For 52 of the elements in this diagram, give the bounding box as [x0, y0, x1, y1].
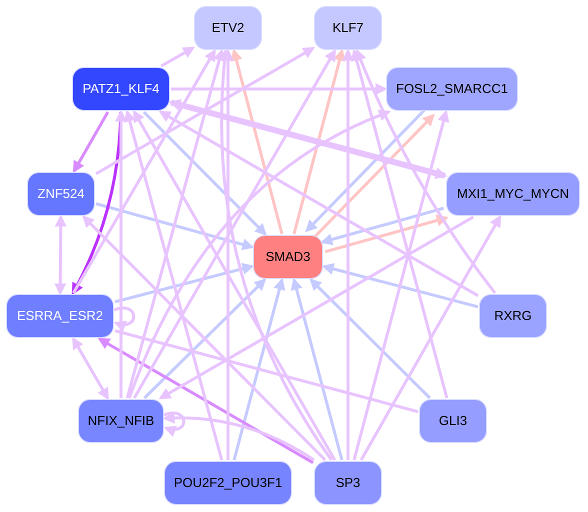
arrow [96, 202, 254, 250]
node-box: KLF7 [314, 6, 382, 50]
arrow [322, 263, 478, 308]
arrow [164, 412, 186, 436]
arrow [54, 214, 67, 296]
arrow [312, 114, 435, 239]
node-box: RXRG [479, 294, 547, 338]
arrow [72, 111, 110, 174]
node-box: NFIX_NFIB [78, 399, 164, 443]
node-box: SMAD3 [253, 235, 323, 279]
arrow [309, 278, 431, 400]
arrow [114, 262, 254, 304]
arrow [352, 110, 450, 460]
arrow [162, 412, 315, 462]
node-box: ESRRA_ESR2 [6, 294, 114, 338]
arrow [124, 110, 224, 460]
arrow [158, 216, 474, 400]
arrow [126, 48, 225, 398]
node-box: ZNF524 [27, 172, 95, 216]
arrow [292, 48, 346, 234]
arrow [218, 48, 333, 461]
arrow [132, 48, 336, 399]
arrow [360, 214, 502, 461]
arrow [98, 338, 314, 464]
node-box: FOSL2_SMARCC1 [386, 67, 518, 111]
arrow [171, 83, 388, 95]
arrow [232, 278, 286, 460]
arrow [72, 48, 216, 294]
arrow [128, 110, 391, 399]
arrow [230, 48, 284, 234]
node-box: PATZ1_KLF4 [72, 67, 170, 111]
node-box: MXI1_MYC_MYCN [446, 172, 580, 216]
arrow [115, 110, 127, 398]
arrow [342, 48, 354, 460]
arrow [160, 46, 196, 68]
arrow [72, 336, 109, 400]
arrow [95, 46, 316, 176]
arrow [142, 110, 267, 236]
node-box: POU2F2_POU3F1 [164, 461, 292, 505]
arrow [290, 278, 344, 460]
arrow [355, 48, 496, 294]
arrow [324, 214, 449, 254]
arrow [158, 110, 479, 298]
arrow [320, 206, 444, 246]
arrow [143, 278, 266, 400]
node-box: GLI3 [419, 399, 487, 443]
node-box: ETV2 [194, 6, 262, 50]
node-box: SP3 [314, 461, 382, 505]
arrow [350, 48, 448, 398]
arrow [114, 306, 136, 332]
arrow [72, 112, 122, 296]
arrow [82, 215, 326, 462]
